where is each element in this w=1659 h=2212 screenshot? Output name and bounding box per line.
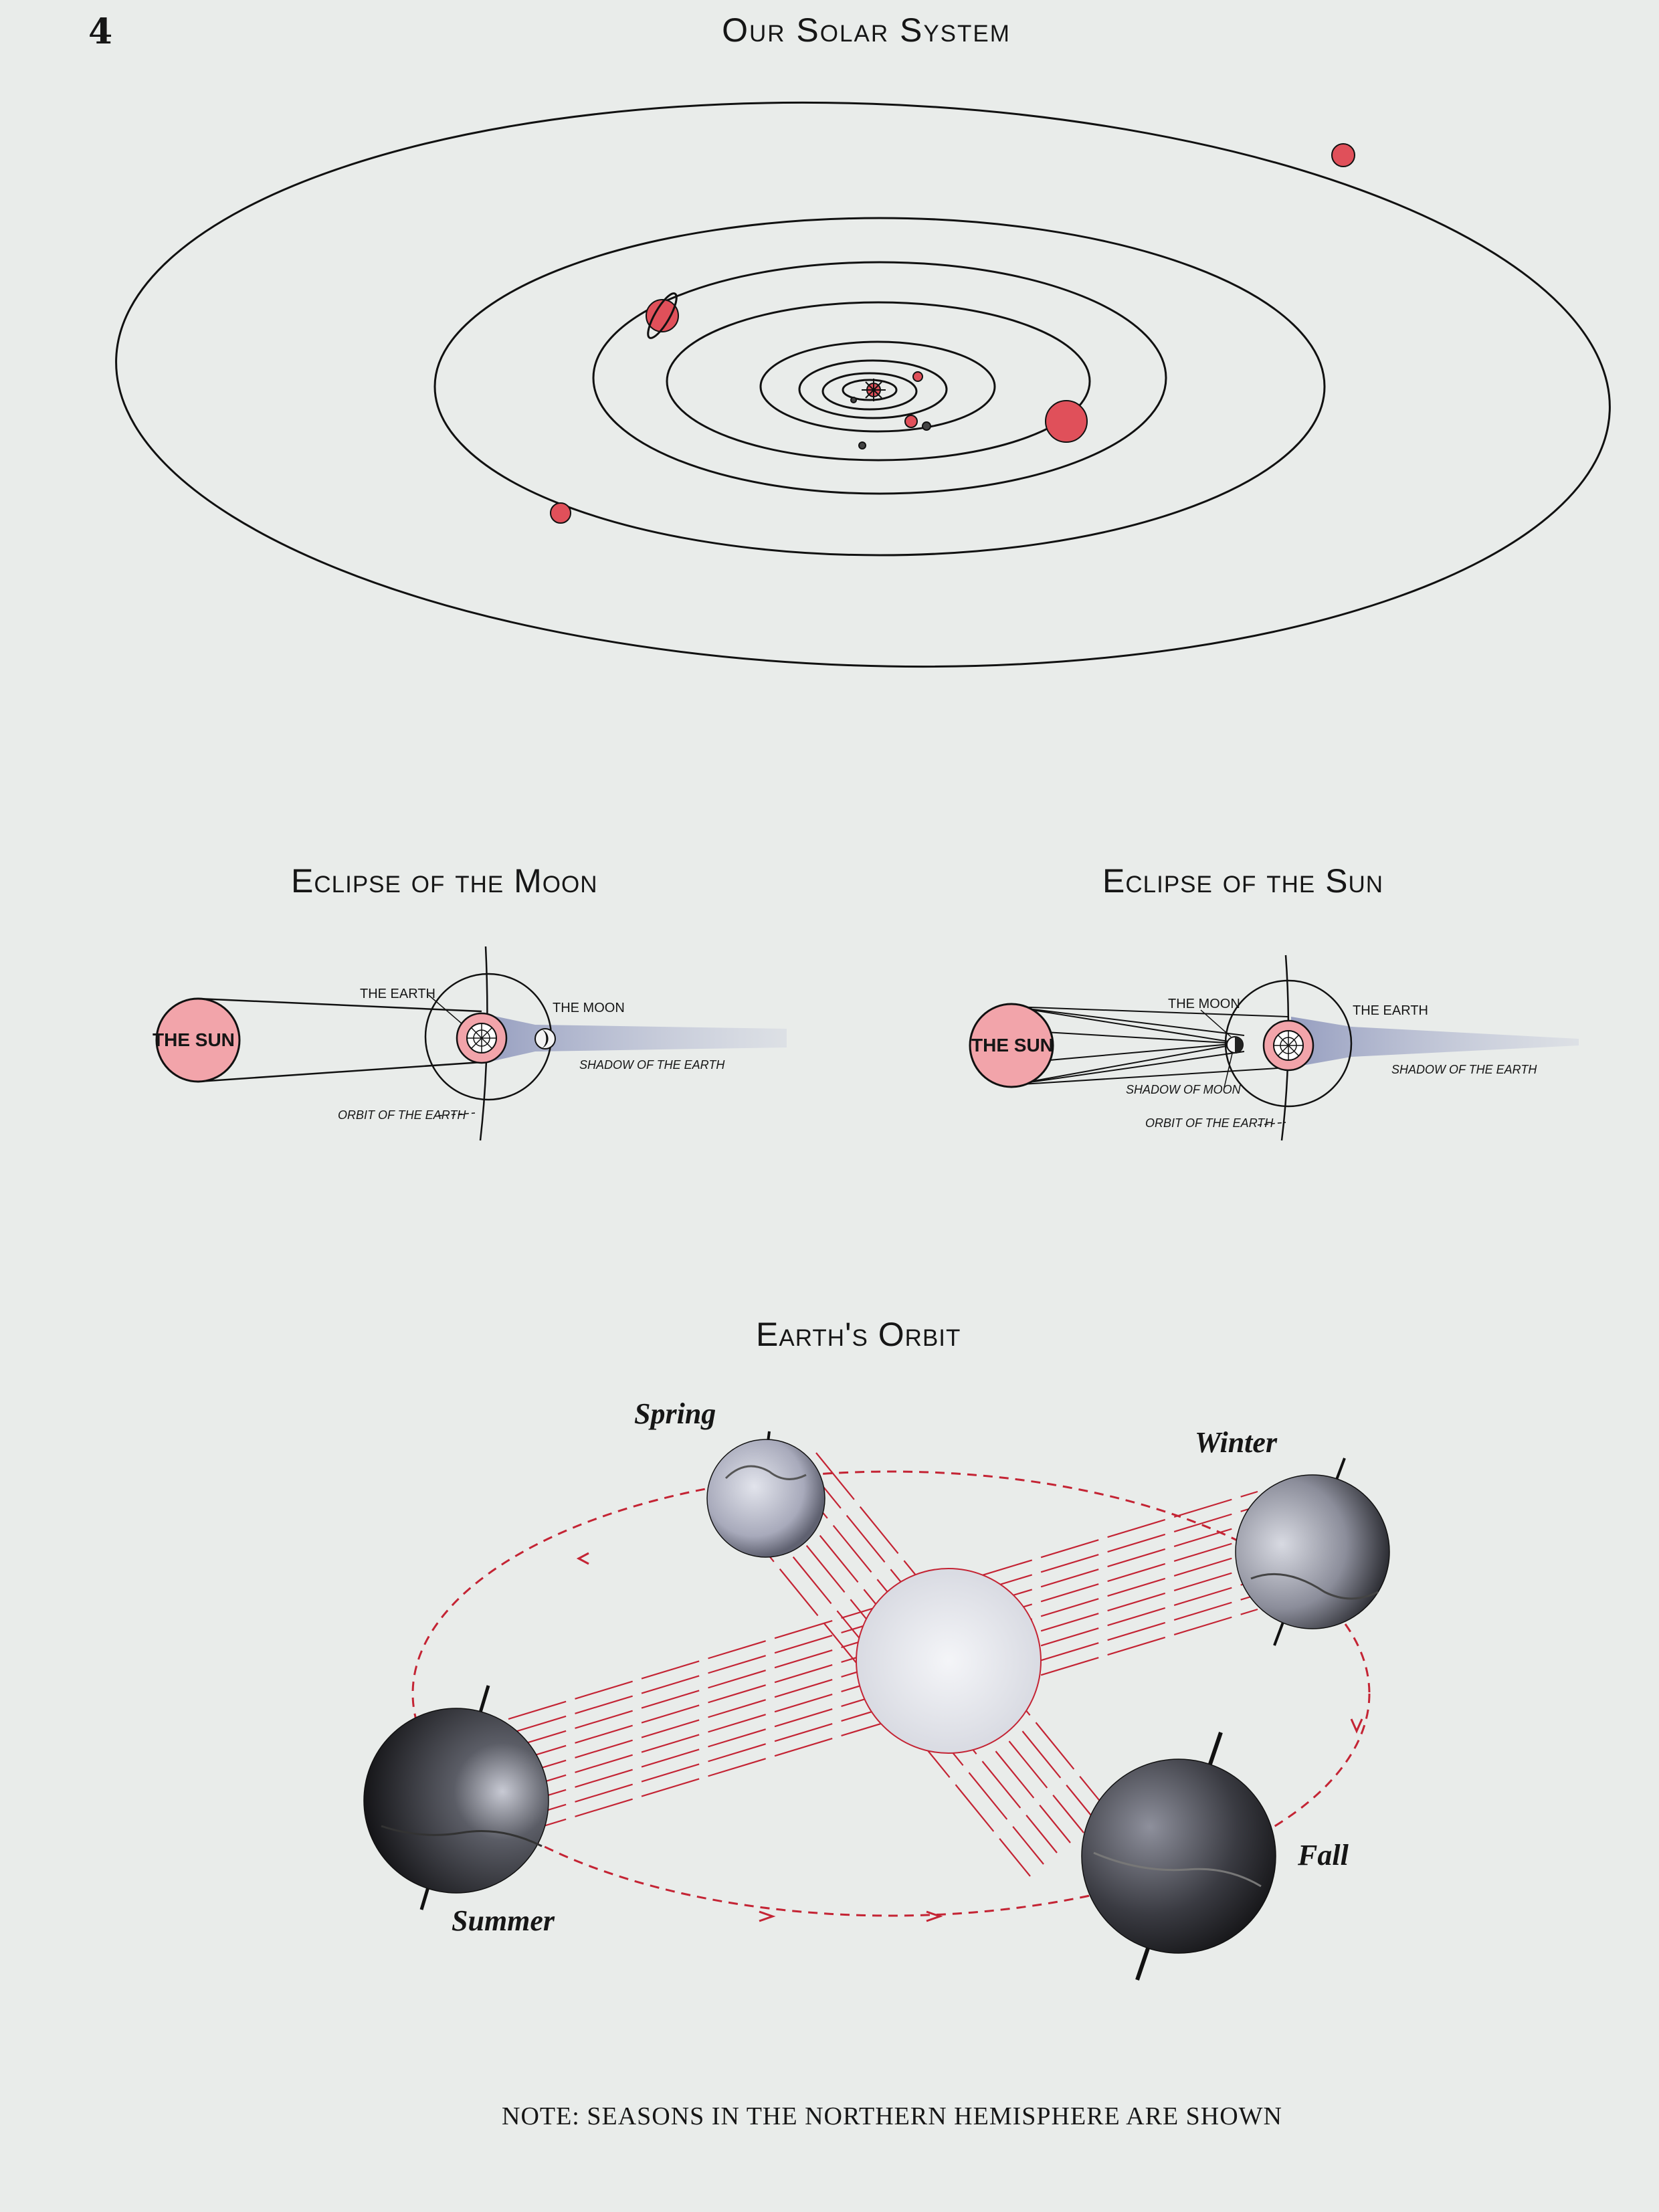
- earth-orbit-path: [411, 1470, 1371, 1917]
- earth-shadow-cone: [482, 1013, 787, 1064]
- season-label-spring: Spring: [634, 1397, 716, 1430]
- sun-eclipse-shadow-moon-label: SHADOW OF MOON: [1126, 1083, 1241, 1096]
- moon-eclipse-diagram: [155, 946, 787, 1141]
- sun-eclipse-orbit-label: ORBIT OF THE EARTH: [1145, 1116, 1274, 1130]
- sun-icon: [969, 1003, 1054, 1088]
- sun-icon: [856, 1568, 1042, 1754]
- earth-orbit-title: Earth's Orbit: [756, 1316, 961, 1353]
- orbit-3: [759, 340, 996, 433]
- orbit-4: [666, 301, 1091, 462]
- orbit-6: [433, 217, 1326, 557]
- footnote: NOTE: SEASONS IN THE NORTHERN HEMISPHERE…: [502, 2102, 1282, 2130]
- earth-globe-icon: [1262, 1019, 1314, 1072]
- earth-globe-icon: [1235, 1457, 1390, 1646]
- sun-eclipse-earth-label: THE EARTH: [1353, 1003, 1428, 1018]
- sun-icon: [862, 379, 886, 401]
- moon-eclipse-moon-label: THE MOON: [553, 1001, 625, 1015]
- earth-globe-icon: [456, 1012, 508, 1064]
- moon-eclipse-shadow-label: SHADOW OF THE EARTH: [579, 1058, 725, 1072]
- season-label-winter: Winter: [1195, 1426, 1278, 1459]
- orbit-outer: [115, 101, 1611, 668]
- moon-eclipse-title: Eclipse of the Moon: [291, 862, 598, 900]
- earth-shadow-cone: [1291, 1017, 1579, 1068]
- earth-orbit-diagram: [363, 1431, 1390, 1981]
- moon-eclipse-orbit-label: ORBIT OF THE EARTH: [338, 1108, 466, 1122]
- orbit-5: [592, 261, 1167, 495]
- orbit-0: [842, 379, 898, 401]
- moon-icon: [1226, 1036, 1244, 1053]
- moon-eclipse-earth-label: THE EARTH: [360, 987, 435, 1001]
- planet-icon: [550, 143, 1355, 524]
- season-label-summer: Summer: [452, 1904, 555, 1937]
- sun-eclipse-moon-label: THE MOON: [1168, 997, 1240, 1011]
- earth-globe-icon: [1081, 1732, 1276, 1981]
- sun-eclipse-shadow-earth-label: SHADOW OF THE EARTH: [1391, 1063, 1537, 1076]
- earth-globe-icon: [706, 1431, 825, 1558]
- season-label-fall: Fall: [1298, 1839, 1349, 1872]
- saturn-icon: [646, 292, 679, 339]
- earth-globe-icon: [363, 1685, 549, 1910]
- solar-system-diagram: [115, 101, 1611, 668]
- moon-eclipse-sun-label: THE SUN: [153, 1029, 235, 1050]
- earth-orbit-circle: [1224, 979, 1353, 1108]
- page-title: Our Solar System: [722, 11, 1011, 49]
- orbit-1: [821, 372, 918, 411]
- orbit-2: [798, 359, 948, 419]
- sun-eclipse-title: Eclipse of the Sun: [1102, 862, 1384, 900]
- page-number: 4: [88, 11, 113, 52]
- sun-icon: [155, 997, 241, 1083]
- sun-eclipse-sun-label: THE SUN: [971, 1035, 1054, 1055]
- moon-icon: [534, 1028, 556, 1049]
- sun-eclipse-diagram: [969, 954, 1579, 1141]
